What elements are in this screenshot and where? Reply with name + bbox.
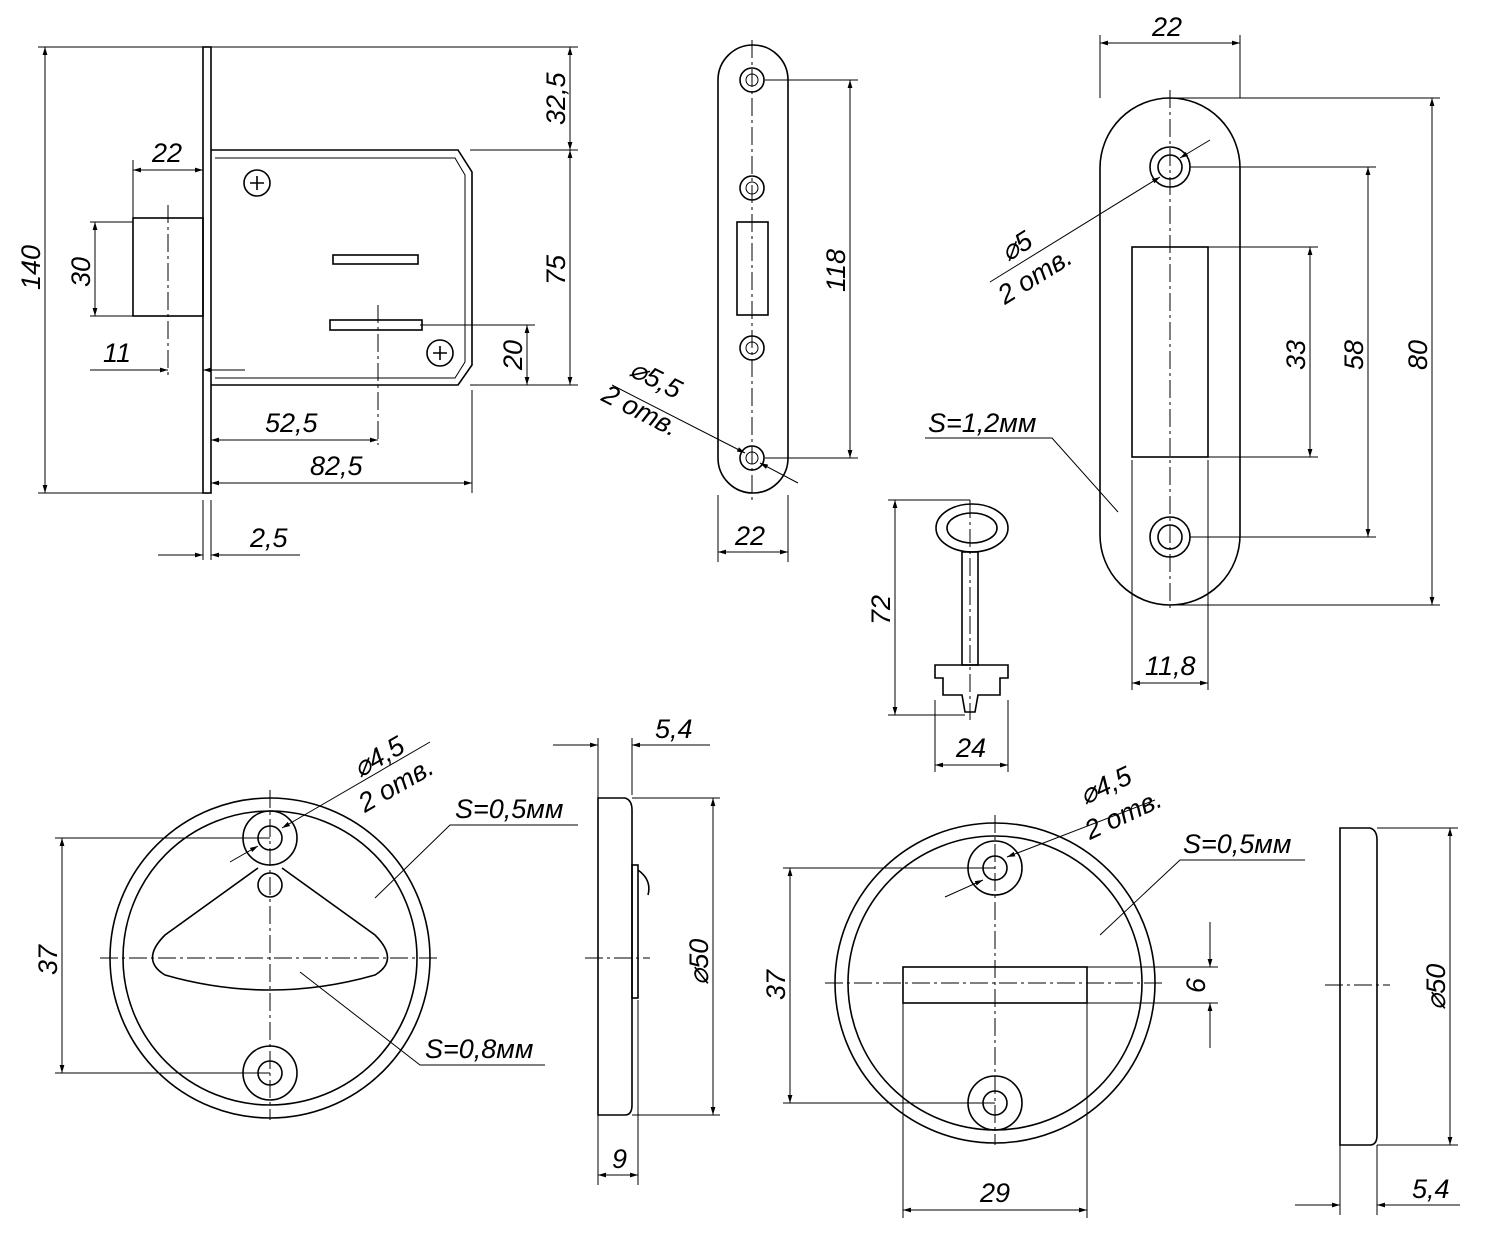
box-thickness: S=1,2мм xyxy=(928,408,1036,438)
screw-icon xyxy=(426,339,454,367)
mortise-lock-view: 140 32,5 75 20 22 30 11 52,5 82,5 2,5 xyxy=(16,46,578,560)
dim-box-width: 22 xyxy=(1151,12,1182,42)
dim-box-length: 80 xyxy=(1403,340,1433,370)
dim-top-offset: 32,5 xyxy=(541,71,571,125)
dim-key-length: 72 xyxy=(866,595,896,625)
esc2-side-thickness: 5,4 xyxy=(1412,1174,1450,1204)
esc2-diameter: ⌀50 xyxy=(1421,964,1451,1010)
thumbturn-escutcheon-view: 37 6 29 ⌀4,5 2 отв. S=0,5мм ⌀50 5,4 xyxy=(761,760,1460,1218)
dim-bolt-width: 22 xyxy=(151,138,182,168)
dim-bolt-height: 30 xyxy=(66,257,96,287)
esc1-thickness: S=0,5мм xyxy=(455,794,563,824)
dim-opening-width: 11,8 xyxy=(1145,651,1196,681)
dim-esc2-slot-width: 29 xyxy=(979,1178,1010,1208)
dim-box-opening: 33 xyxy=(1281,340,1311,370)
dim-hole-spacing: 118 xyxy=(821,249,851,292)
keyhole-escutcheon-view: 37 ⌀4,5 2 отв. S=0,5мм S=0,8мм 5,4 ⌀50 9 xyxy=(33,714,720,1185)
dim-box-hole-spacing: 58 xyxy=(1339,340,1369,370)
dim-key-bit-width: 24 xyxy=(955,733,986,763)
dim-esc1-hole-spacing: 37 xyxy=(33,944,63,975)
dim-backset: 52,5 xyxy=(265,408,319,438)
esc1-side-thickness: 5,4 xyxy=(655,714,693,744)
dim-body-depth: 82,5 xyxy=(310,451,364,481)
esc2-thickness: S=0,5мм xyxy=(1183,829,1291,859)
dim-key-offset: 20 xyxy=(498,340,528,371)
dim-bolt-offset: 11 xyxy=(103,338,131,368)
dim-lock-height: 140 xyxy=(16,245,46,290)
screw-icon xyxy=(243,169,271,197)
key-view: 72 24 xyxy=(866,499,1009,772)
dim-plate-width: 22 xyxy=(734,521,765,551)
strike-plate-view: 118 22 ⌀5,5 2 отв. xyxy=(596,40,858,562)
dim-esc2-slot-height: 6 xyxy=(1181,977,1211,993)
esc1-diameter: ⌀50 xyxy=(684,939,714,985)
dim-esc2-hole-spacing: 37 xyxy=(761,969,791,1000)
dim-faceplate-thickness: 2,5 xyxy=(249,523,289,553)
dim-body-height: 75 xyxy=(541,254,571,285)
esc1-cover-thickness: S=0,8мм xyxy=(425,1034,533,1064)
esc1-depth: 9 xyxy=(612,1144,627,1174)
strike-box-view: 22 80 58 33 11,8 ⌀5 2 отв. S=1,2мм xyxy=(925,12,1440,690)
